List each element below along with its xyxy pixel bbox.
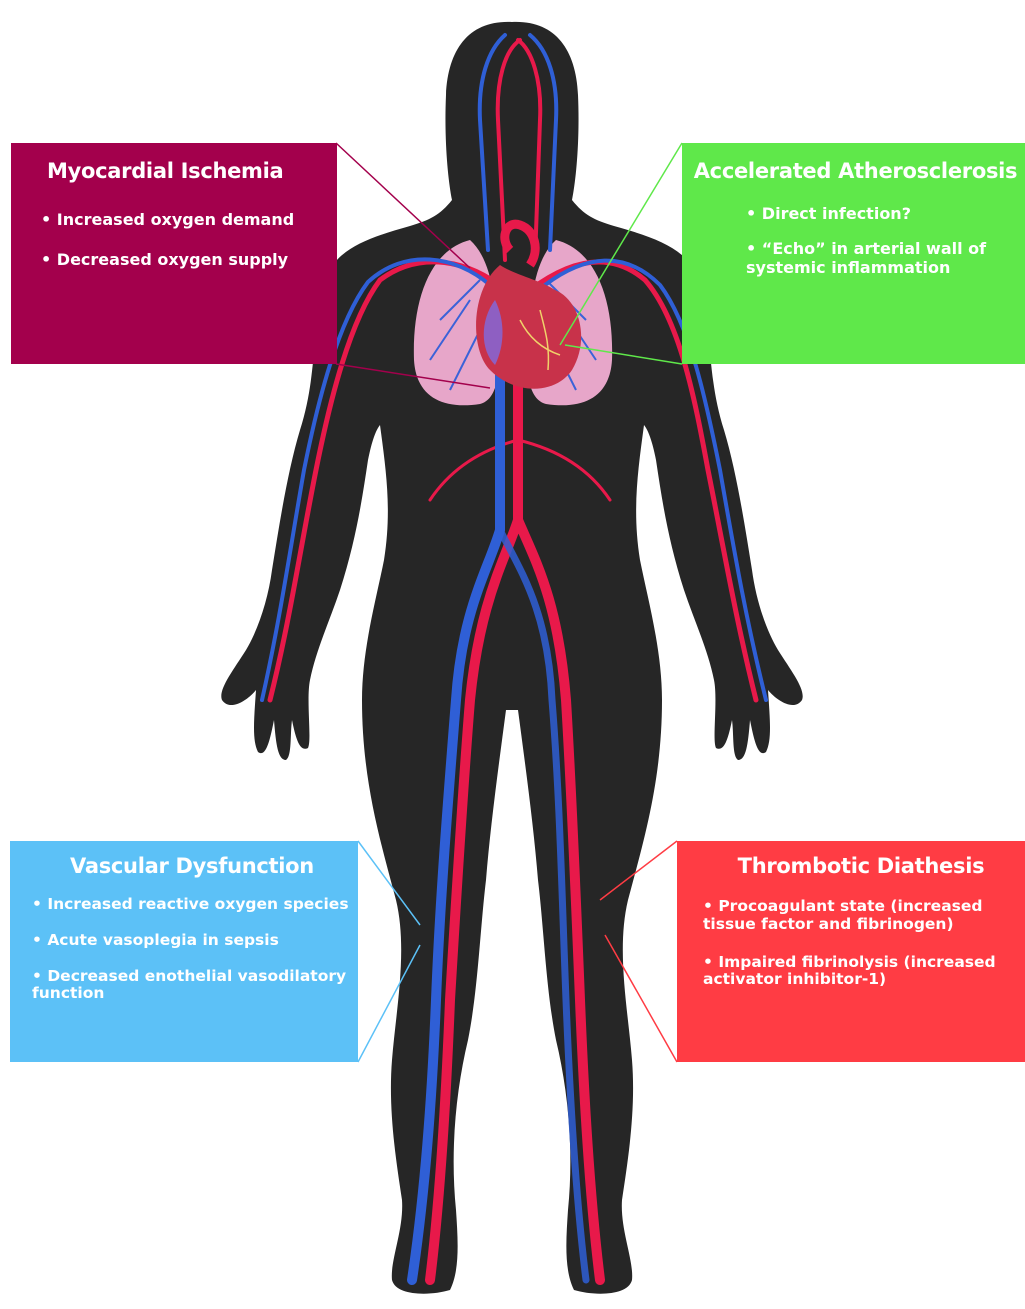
thrombotic-diathesis-title: Thrombotic Diathesis (703, 854, 1019, 878)
list-item: Increased oxygen demand (41, 211, 323, 229)
list-item: Direct infection? (746, 205, 1021, 223)
vascular-dysfunction-box: Vascular Dysfunction Increased reactive … (10, 841, 358, 1062)
list-item: Acute vasoplegia in sepsis (32, 932, 352, 950)
myocardial-ischemia-list: Increased oxygen demand Decreased oxygen… (41, 211, 323, 270)
thrombotic-diathesis-list: Procoagulant state (increased tissue fac… (703, 898, 1019, 989)
accelerated-atherosclerosis-box: Accelerated Atherosclerosis Direct infec… (682, 143, 1025, 364)
myocardial-ischemia-title: Myocardial Ischemia (41, 159, 323, 183)
myocardial-ischemia-box: Myocardial Ischemia Increased oxygen dem… (11, 143, 337, 364)
list-item: Increased reactive oxygen species (32, 896, 352, 914)
list-item: Decreased enothelial vasodilatory functi… (32, 968, 352, 1004)
list-item: Decreased oxygen supply (41, 251, 323, 269)
vascular-dysfunction-title: Vascular Dysfunction (32, 854, 352, 878)
thrombotic-diathesis-box: Thrombotic Diathesis Procoagulant state … (677, 841, 1025, 1062)
list-item: Impaired fibrinolysis (increased activat… (703, 954, 1019, 990)
accelerated-atherosclerosis-list: Direct infection? “Echo” in arterial wal… (690, 205, 1021, 277)
list-item: Procoagulant state (increased tissue fac… (703, 898, 1019, 934)
vascular-dysfunction-list: Increased reactive oxygen species Acute … (32, 896, 352, 1003)
accelerated-atherosclerosis-title: Accelerated Atherosclerosis (690, 159, 1021, 183)
list-item: “Echo” in arterial wall of systemic infl… (746, 240, 1021, 277)
